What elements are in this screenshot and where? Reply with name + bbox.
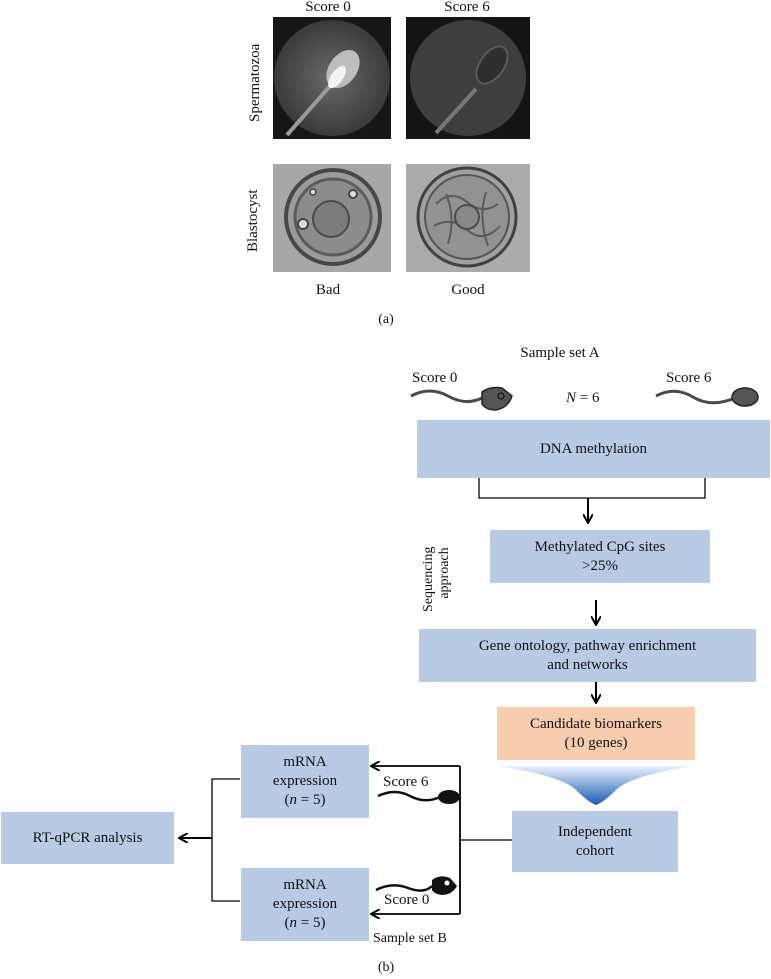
sperm-score6-b-icon (377, 790, 460, 804)
caption-a: (a) (378, 312, 394, 327)
sperm-score0-b-icon (375, 876, 457, 895)
candidate-biomarkers-box: Candidate biomarkers (10 genes) (497, 707, 695, 760)
caption-b: (b) (377, 960, 395, 975)
score6-label: Score 6 (666, 370, 712, 386)
gene-ontology-box: Gene ontology, pathway enrichment and ne… (419, 629, 756, 682)
bottom-label-bad: Bad (315, 282, 341, 298)
spermatozoa-score6-image (406, 17, 530, 139)
col-label-score0: Score 0 (305, 0, 351, 15)
rt-qpcr-box: RT-qPCR analysis (1, 812, 174, 864)
sample-set-a-label: Sample set A (520, 345, 600, 361)
independent-cohort-box: Independent cohort (512, 811, 678, 872)
score0-label: Score 0 (412, 370, 458, 386)
blastocyst-good-image (406, 164, 530, 272)
bottom-label-good: Good (451, 282, 485, 298)
spermatozoa-score0-image (273, 17, 391, 139)
n-equals-6-label: N = 6 (566, 390, 600, 406)
mrna-expression-bottom-box: mRNA expression (n = 5) (241, 868, 369, 941)
sample-set-b-label: Sample set B (373, 931, 447, 946)
blastocyst-bad-image (273, 164, 391, 272)
dna-methylation-box: DNA methylation (417, 420, 770, 478)
sperm-score6-icon (655, 387, 759, 407)
score6-b-label: Score 6 (383, 774, 429, 790)
methylated-cpg-box: Methylated CpG sites >25% (490, 530, 710, 583)
score0-b-label: Score 0 (384, 892, 430, 908)
sequencing-approach-label: Sequencing approach (421, 546, 453, 612)
mrna-expression-top-box: mRNA expression (n = 5) (241, 745, 369, 818)
sperm-score0-icon (410, 386, 513, 411)
col-label-score6: Score 6 (444, 0, 490, 15)
